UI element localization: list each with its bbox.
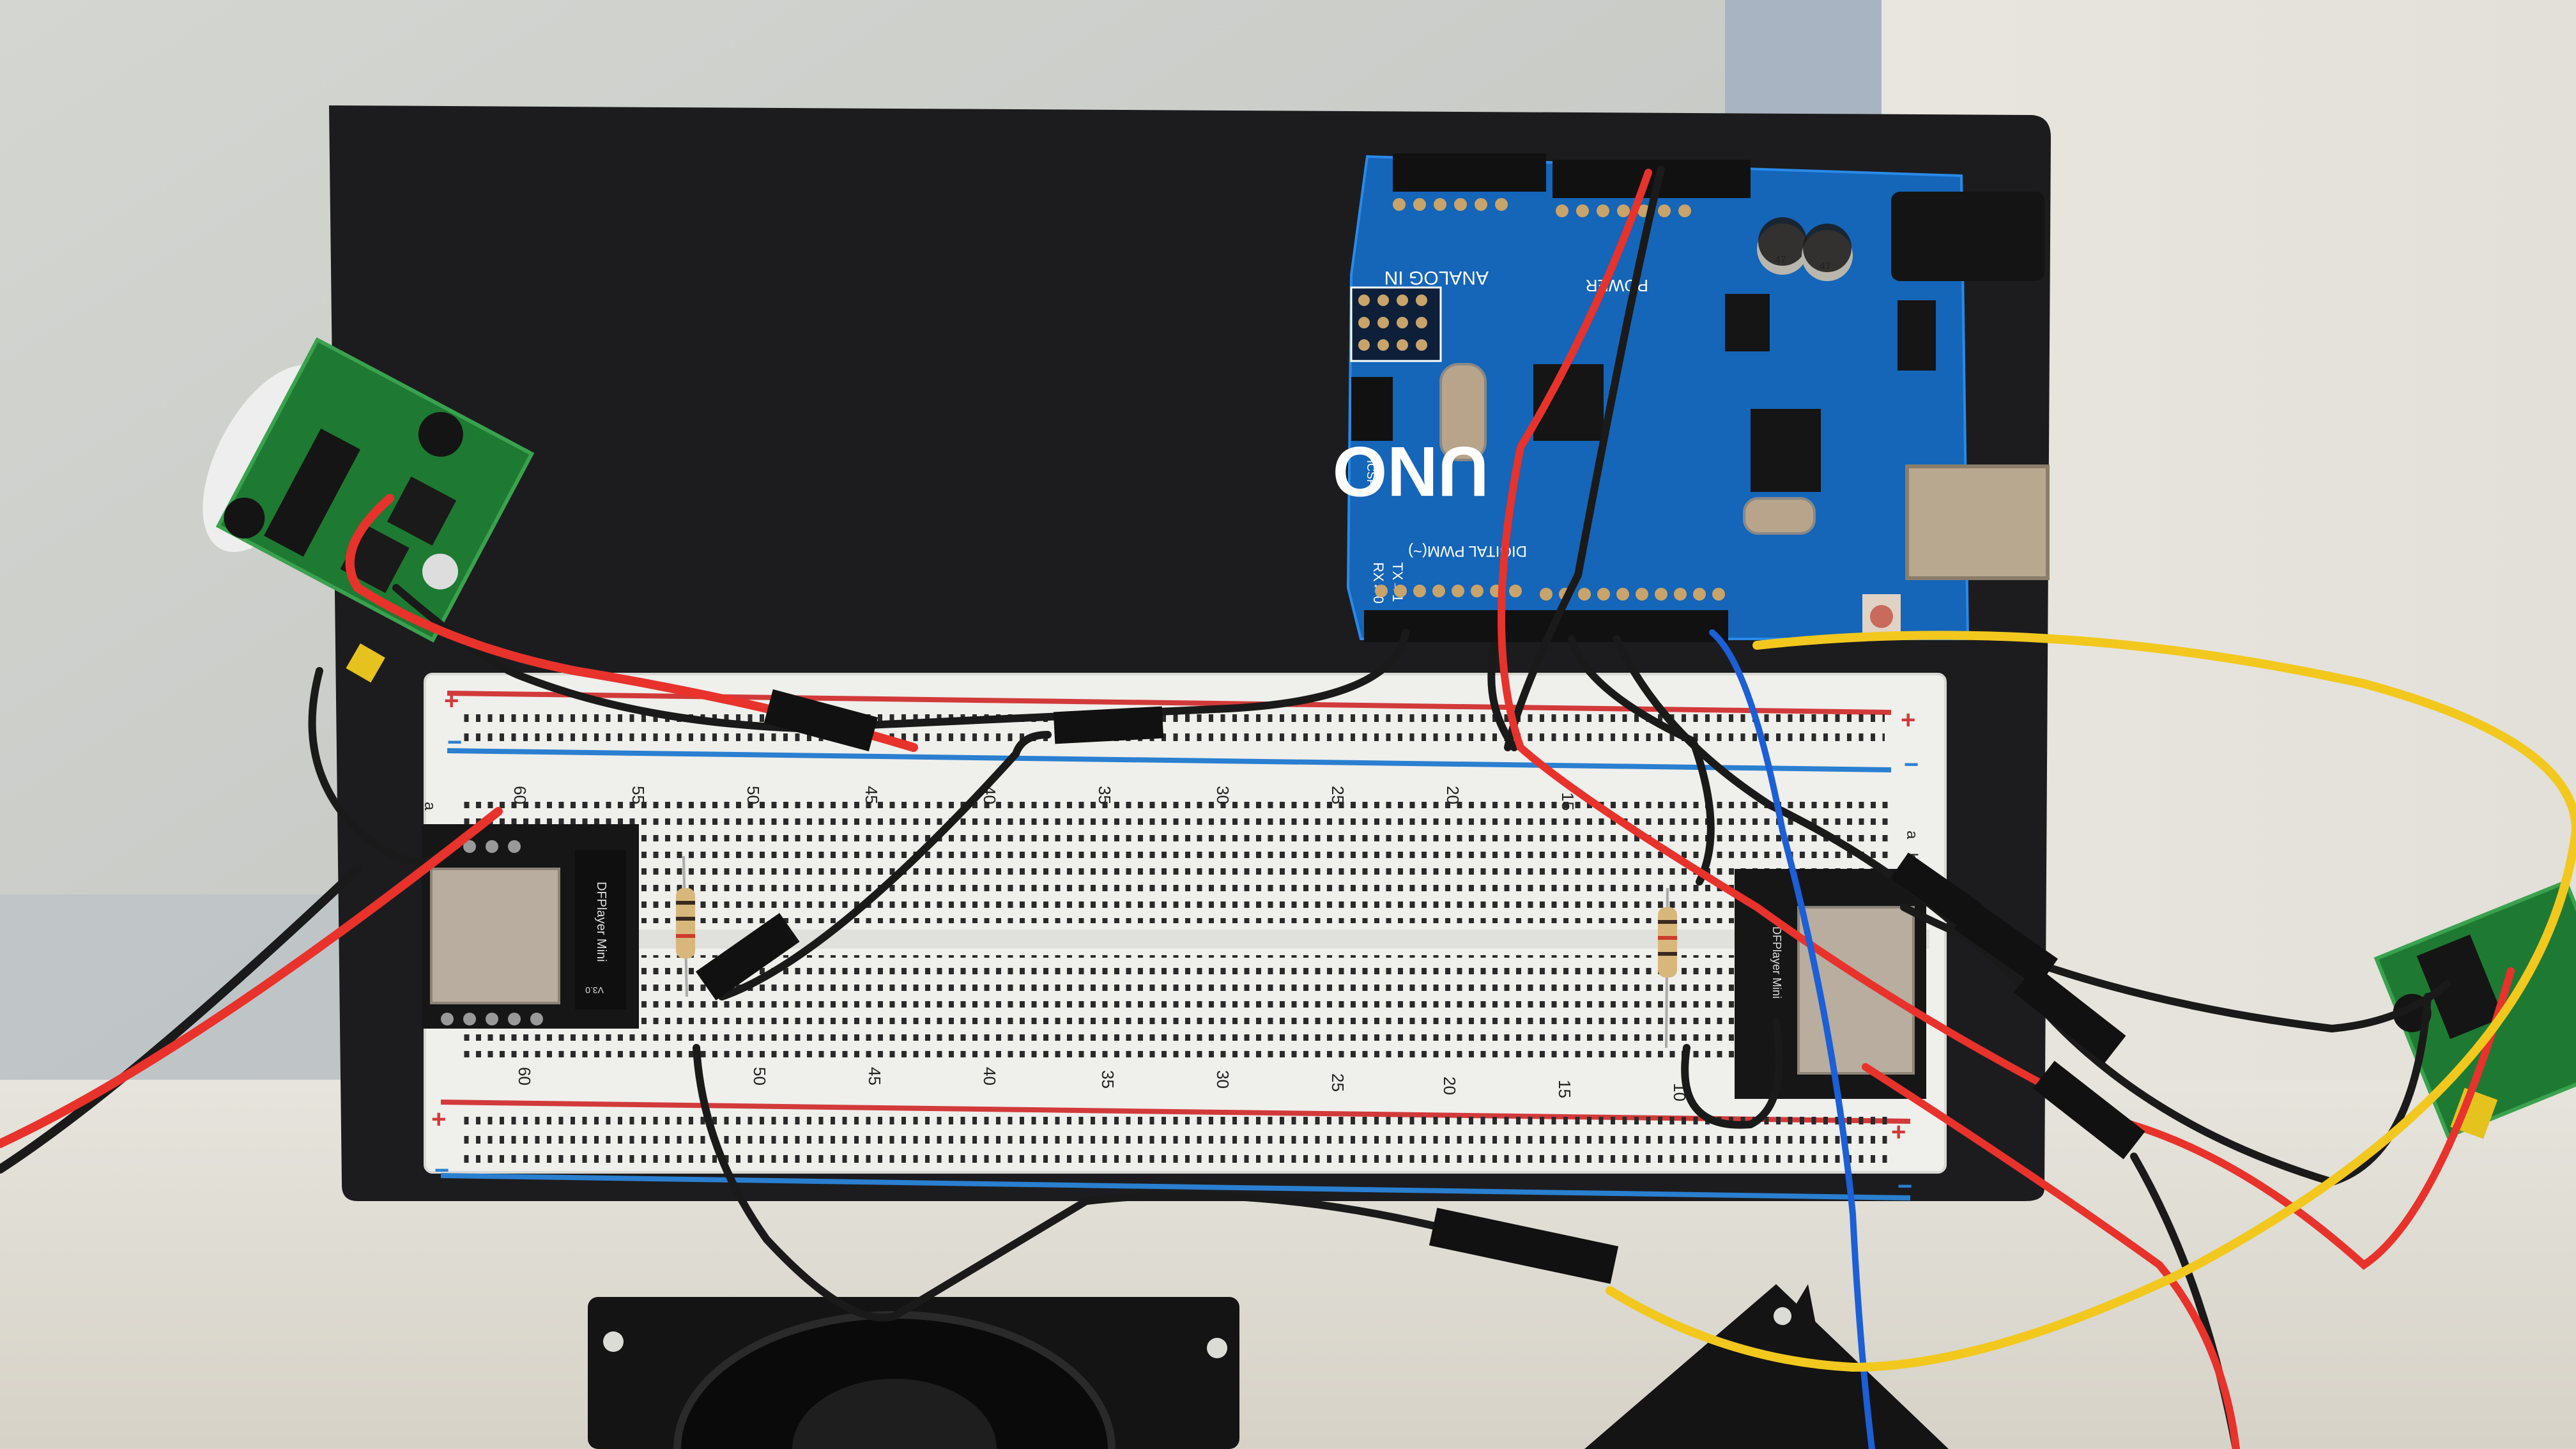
crystal-oscillator	[1439, 363, 1487, 461]
svg-text:20: 20	[1440, 1077, 1459, 1095]
wire-black-12	[1487, 641, 1518, 751]
usb-chip	[1751, 409, 1821, 492]
bottom-power-rail[interactable]	[440, 1100, 1911, 1200]
dupont-connector	[1429, 1208, 1619, 1284]
svg-text:55: 55	[629, 786, 648, 804]
svg-text:40: 40	[980, 1067, 999, 1085]
jumper-wires	[0, 165, 2576, 1449]
capacitors: 47 47	[1757, 217, 1853, 281]
dfplayer-mini-left: DFPlayer Mini V3.0	[422, 824, 639, 1029]
svg-text:25: 25	[1328, 1073, 1347, 1092]
terminal-strip-top[interactable]	[460, 795, 1891, 923]
dc-power-jack[interactable]	[1891, 192, 2044, 281]
svg-text:−: −	[1897, 1172, 1912, 1200]
wire-black-5	[718, 731, 1052, 1000]
svg-text:15: 15	[1558, 792, 1577, 811]
wire-red-1	[1498, 169, 2515, 1270]
usb-port[interactable]	[1905, 464, 2050, 580]
dupont-connector	[1954, 900, 2058, 988]
dupont-connector	[2032, 1061, 2145, 1160]
wire-black-8	[1568, 635, 1715, 885]
wire-red-3	[0, 807, 503, 1148]
svg-text:a: a	[1903, 831, 1920, 839]
speaker-left	[588, 1297, 1239, 1449]
resistor-left	[676, 855, 695, 997]
svg-text:47: 47	[1820, 261, 1831, 272]
svg-text:−: −	[447, 728, 462, 756]
icsp-pins[interactable]	[1351, 377, 1393, 441]
svg-text:−: −	[1904, 751, 1919, 779]
column-numbers-bottom: 60 50 45 40 35 30 25 20 15 10	[515, 1067, 1689, 1101]
dupont-connector	[1890, 852, 1982, 930]
svg-text:45: 45	[865, 1067, 884, 1085]
wire-black-1	[1504, 165, 1665, 751]
svg-text:DFPlayer Mini: DFPlayer Mini	[594, 882, 608, 962]
top-power-rail[interactable]	[447, 691, 1892, 772]
svg-text:20: 20	[1443, 786, 1462, 804]
wire-black-6	[693, 1044, 1441, 1322]
svg-text:a: a	[421, 802, 438, 811]
svg-text:+: +	[1891, 1118, 1906, 1146]
arduino-uno-board: ANALOG IN POWER 47 47 ICSP	[1333, 153, 2050, 642]
column-numbers-top: 60 55 50 45 40 35 30 25 20 15	[510, 786, 1577, 811]
svg-text:35: 35	[1095, 786, 1114, 804]
svg-text:45: 45	[862, 786, 881, 804]
dupont-connector	[695, 912, 800, 1000]
svg-text:47: 47	[1775, 255, 1786, 266]
svg-text:DFPlayer Mini: DFPlayer Mini	[1770, 926, 1783, 999]
wire-blue	[1709, 629, 1875, 1449]
svg-text:30: 30	[1213, 786, 1232, 804]
svg-text:50: 50	[750, 1067, 769, 1085]
svg-text:ICSP: ICSP	[1365, 460, 1377, 487]
pir-header-right[interactable]	[2416, 934, 2504, 1039]
svg-text:35: 35	[1098, 1070, 1117, 1089]
resistor-right	[1658, 887, 1677, 1048]
svg-text:60: 60	[510, 786, 530, 804]
uno-logo: UNO	[1333, 432, 1489, 510]
dupont-connector	[2013, 965, 2126, 1064]
svg-text:V3.0: V3.0	[585, 985, 604, 995]
pir-jumper-left[interactable]	[346, 643, 385, 683]
dupont-connector	[763, 689, 878, 752]
svg-text:30: 30	[1213, 1070, 1232, 1089]
wire-black-4	[0, 864, 362, 1174]
svg-text:+: +	[1901, 706, 1915, 734]
analog-header[interactable]	[1393, 153, 1546, 192]
svg-text:15: 15	[1555, 1080, 1574, 1098]
svg-text:25: 25	[1328, 786, 1347, 804]
wire-yellow	[1606, 631, 2576, 1372]
power-header[interactable]	[1552, 160, 1751, 198]
pir-jumper-right[interactable]	[2450, 1087, 2498, 1139]
svg-text:−: −	[434, 1156, 449, 1184]
svg-text:60: 60	[515, 1067, 534, 1085]
pir-sensor-left	[203, 337, 535, 643]
svg-text:+: +	[431, 1105, 446, 1133]
speaker-right	[1584, 1284, 1949, 1449]
svg-text:50: 50	[744, 786, 763, 804]
breadboard: + − + − 60 55 50 45 40 35 30 25 20 15 a …	[421, 673, 1947, 1200]
wire-red-4	[1862, 1063, 2240, 1449]
sd-card-slot-left[interactable]	[430, 868, 560, 1004]
analog-in-label: ANALOG IN	[1384, 267, 1489, 288]
wire-black-9	[1681, 1018, 1783, 1129]
sd-card-slot-right[interactable]	[1797, 906, 1915, 1075]
svg-text:RX←0: RX←0	[1370, 562, 1386, 604]
svg-text:+: +	[444, 687, 459, 715]
wire-black-2	[392, 584, 1409, 733]
dupont-connector	[1053, 706, 1164, 744]
pir-header-left[interactable]	[264, 428, 361, 557]
wire-black-3	[308, 667, 451, 866]
dfplayer-mini-right: DFPlayer Mini	[1735, 869, 1926, 1099]
